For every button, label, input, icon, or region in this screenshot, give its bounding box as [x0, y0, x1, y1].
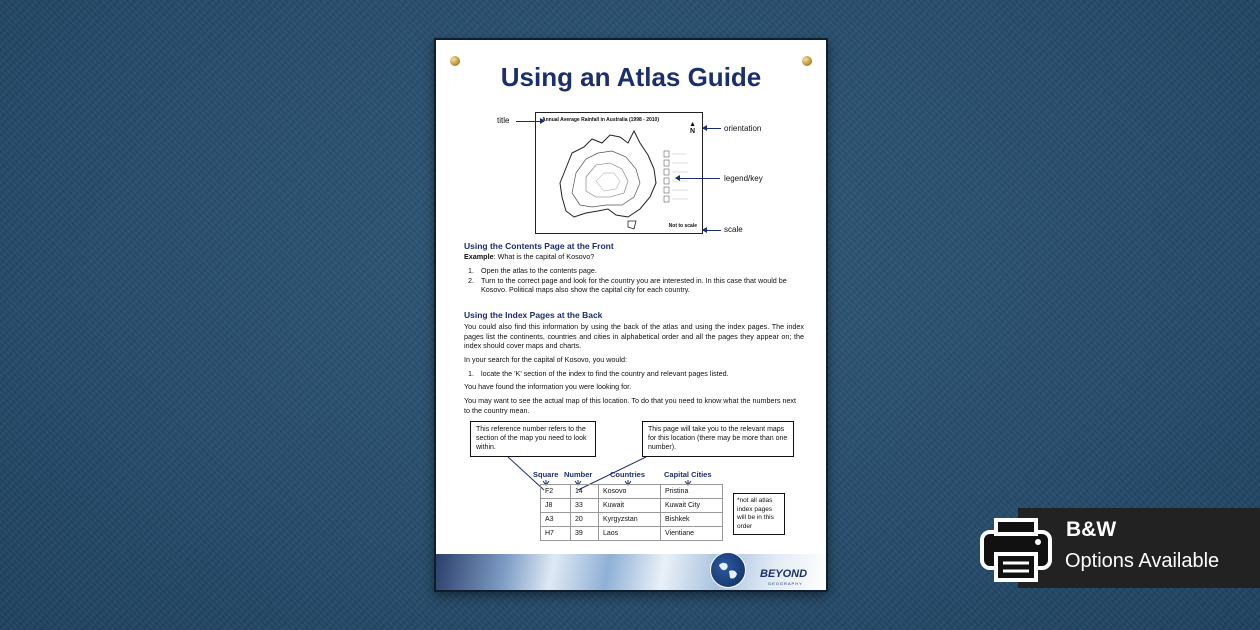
arrow-icon	[675, 175, 720, 181]
example-text: : What is the capital of Kosovo?	[493, 252, 595, 261]
north-arrow-icon: ▲N	[689, 121, 696, 135]
list-item: 1.locate the 'K' section of the index to…	[468, 369, 729, 378]
pin-icon	[450, 56, 460, 66]
column-header-countries: Countries	[610, 470, 646, 479]
globe-icon	[710, 552, 746, 588]
column-header-square: Square	[533, 470, 559, 479]
callout-square: This reference number refers to the sect…	[470, 421, 596, 457]
table-row: F2 14 Kosovo Pristina	[540, 484, 723, 499]
worksheet-preview: Using an Atlas Guide Annual Average Rain…	[434, 38, 828, 592]
brand-logo: BEYOND	[760, 568, 808, 580]
table-row: A3 20 Kyrgyzstan Bishkek	[540, 512, 723, 527]
bw-options-badge: B&W Options Available	[980, 508, 1260, 588]
index-steps: 1.locate the 'K' section of the index to…	[464, 369, 804, 379]
index-paragraph: You have found the information you were …	[464, 382, 632, 391]
table-row: H7 39 Laos Vientiane	[540, 526, 723, 541]
callout-number: This page will take you to the relevant …	[642, 421, 794, 457]
badge-title: B&W	[1066, 518, 1117, 541]
map-title: Annual Average Rainfall in Australia (19…	[542, 117, 659, 123]
arrow-icon	[516, 118, 545, 124]
index-heading: Using the Index Pages at the Back	[464, 310, 603, 320]
index-paragraph: You could also find this information by …	[464, 322, 804, 351]
printer-icon	[980, 518, 1052, 582]
arrow-icon	[702, 227, 721, 233]
index-paragraph: In your search for the capital of Kosovo…	[464, 355, 628, 364]
table-note: *not all atlas index pages will be in th…	[733, 493, 785, 535]
annotation-title: title	[497, 116, 510, 125]
annotation-legend: legend/key	[724, 174, 763, 183]
arrow-icon	[702, 125, 721, 131]
brand-subtitle: GEOGRAPHY	[768, 581, 803, 586]
scale-label: Not to scale	[668, 223, 697, 229]
annotation-scale: scale	[724, 225, 743, 234]
australia-map	[559, 129, 688, 230]
index-table: F2 14 Kosovo Pristina J8 33 Kuwait Kuwai…	[540, 484, 723, 541]
footer-banner: BEYOND GEOGRAPHY	[436, 552, 826, 590]
badge-subtitle: Options Available	[1065, 550, 1220, 572]
table-row: J8 33 Kuwait Kuwait City	[540, 498, 723, 513]
column-header-capitals: Capital Cities	[664, 470, 712, 479]
list-item: 2.Turn to the correct page and look for …	[468, 275, 787, 295]
index-paragraph: You may want to see the actual map of th…	[464, 396, 797, 415]
map-figure: Annual Average Rainfall in Australia (19…	[535, 112, 703, 234]
column-header-number: Number	[564, 470, 593, 479]
annotation-orientation: orientation	[724, 124, 762, 133]
contents-steps: 1.Open the atlas to the contents page. 2…	[464, 266, 804, 295]
north-label: N	[690, 128, 696, 135]
example-label: Example	[464, 252, 494, 261]
pin-icon	[802, 56, 812, 66]
list-item: 1.Open the atlas to the contents page.	[468, 266, 597, 275]
example-line: Example: What is the capital of Kosovo?	[464, 252, 804, 262]
page-title: Using an Atlas Guide	[500, 62, 762, 92]
contents-heading: Using the Contents Page at the Front	[464, 241, 614, 251]
